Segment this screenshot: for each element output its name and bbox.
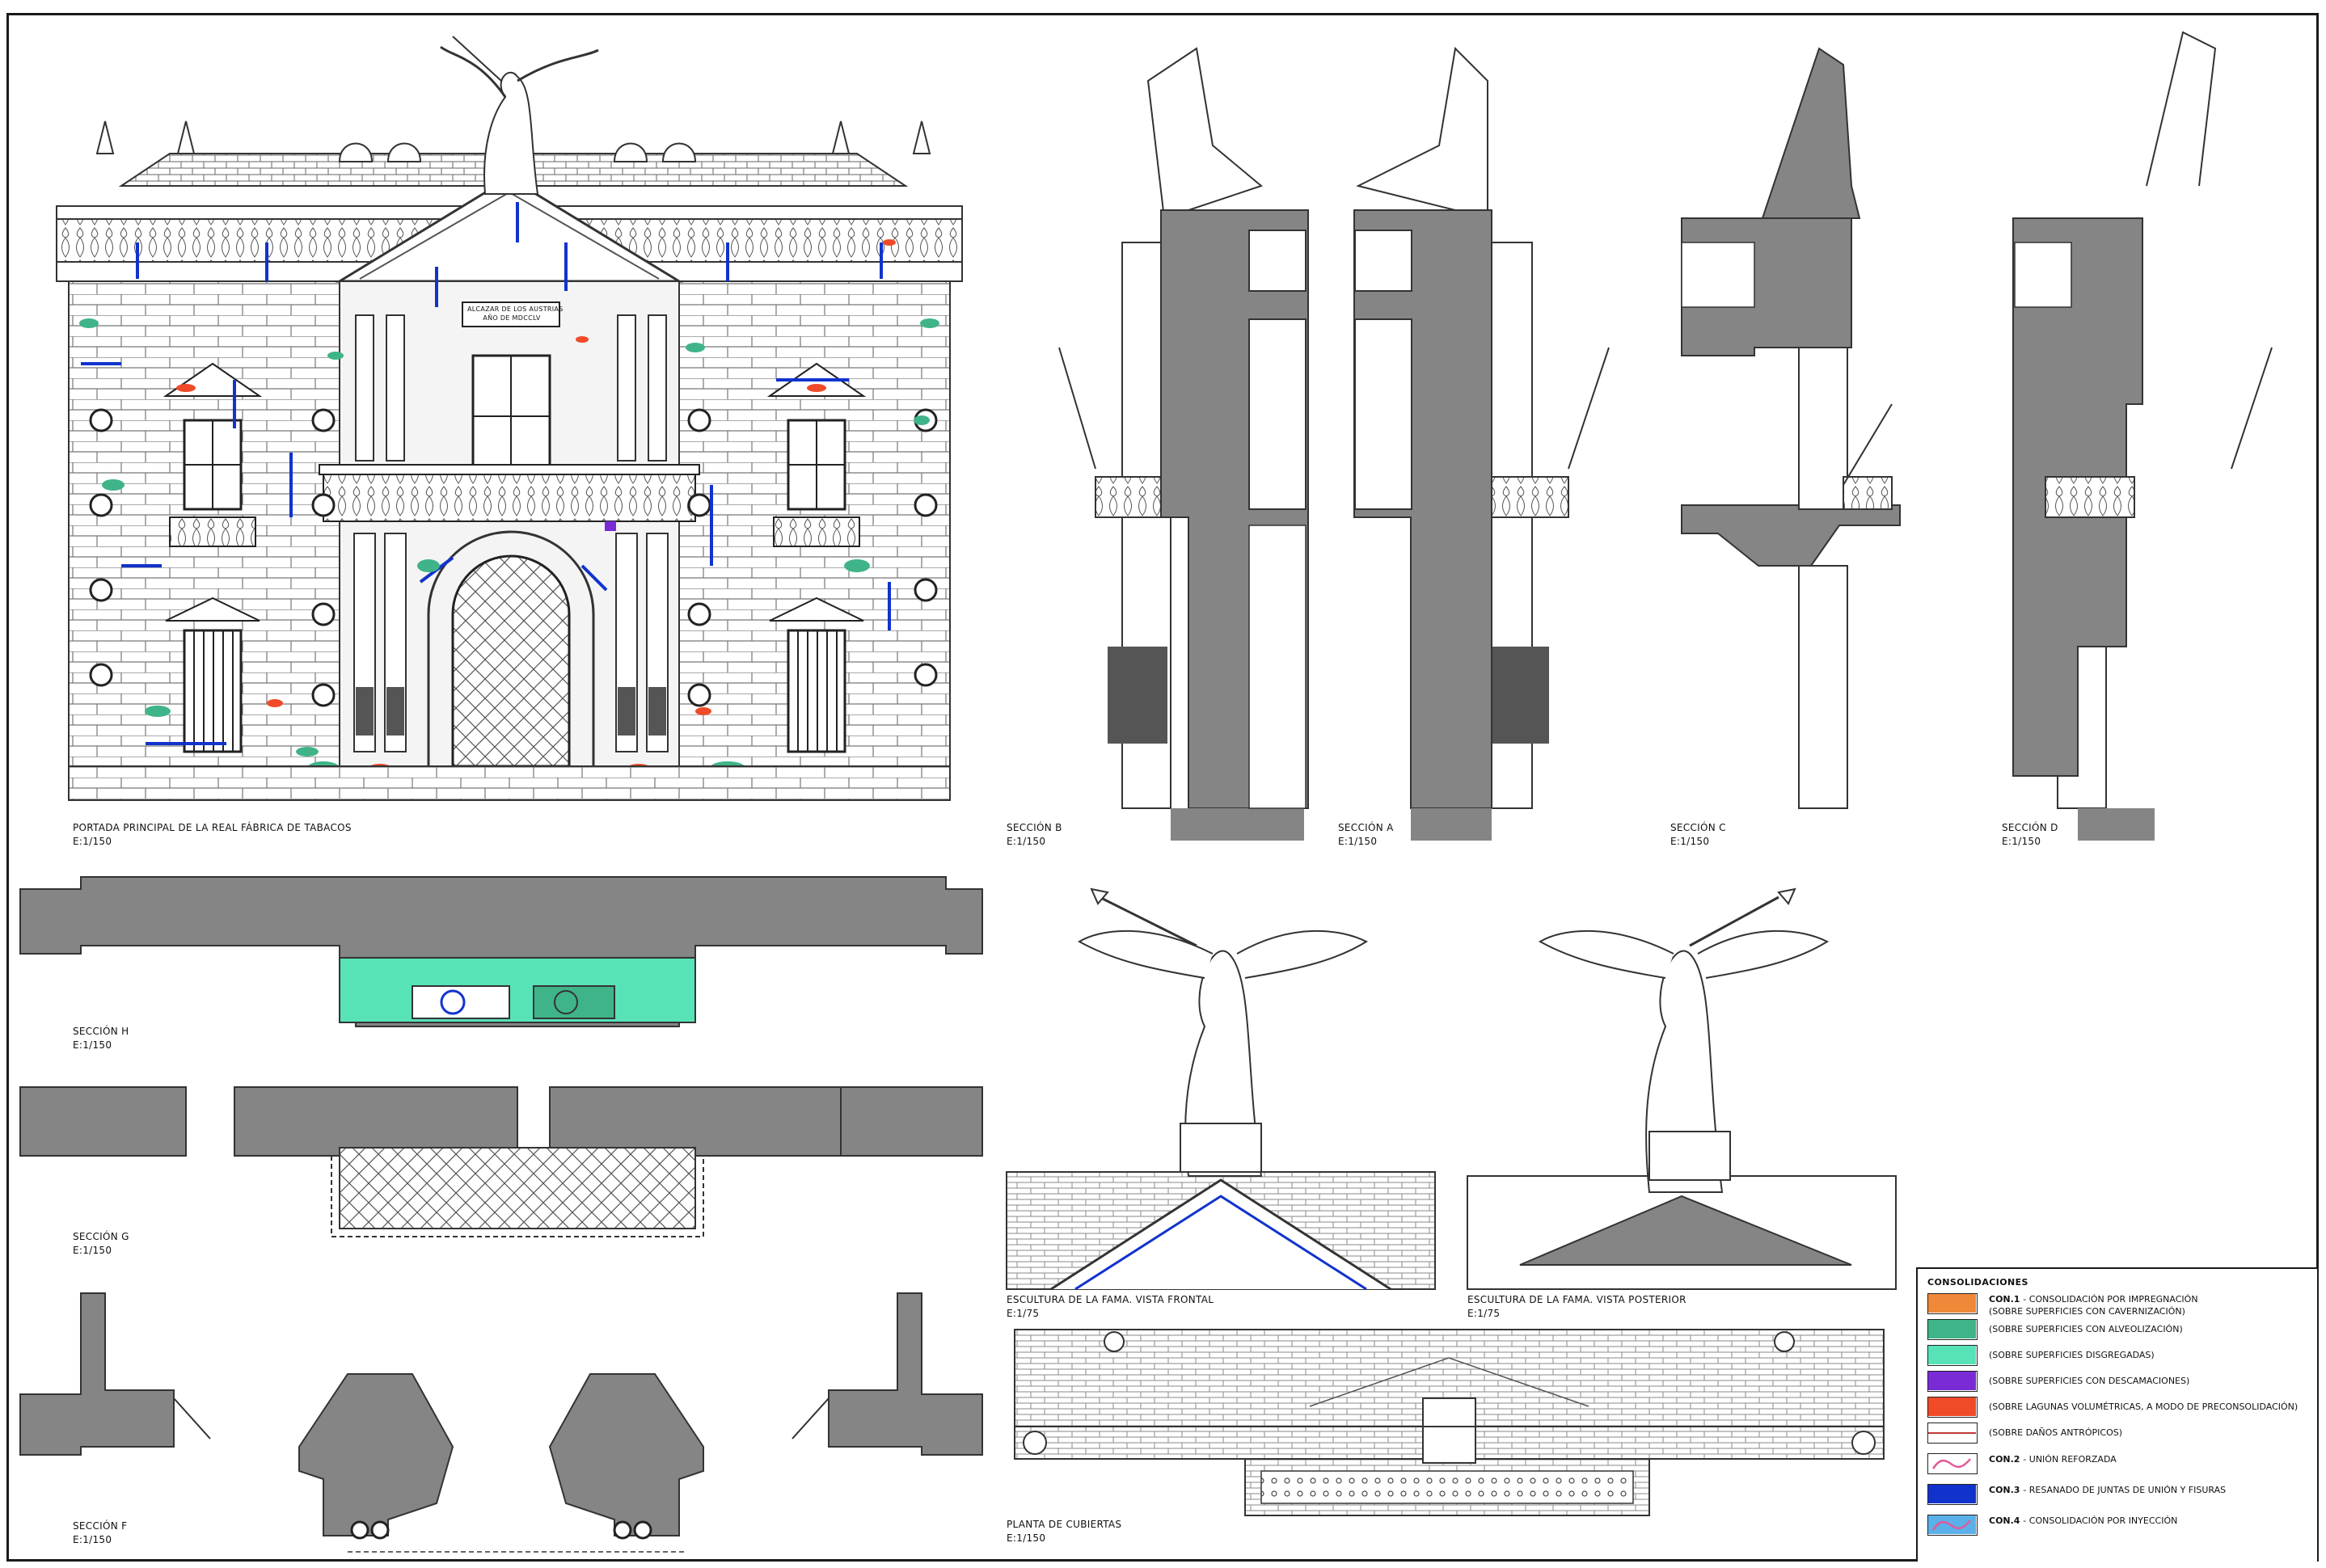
legend-item: (SOBRE LAGUNAS VOLUMÉTRICAS, A MODO DE P… [1927, 1397, 2298, 1418]
legend-item: CON.1 - CONSOLIDACIÓN POR IMPREGNACIÓN(S… [1927, 1293, 2198, 1317]
caption-sec-h-title: SECCIÓN H [73, 1026, 129, 1037]
legend-item-label: - CONSOLIDACIÓN POR IMPREGNACIÓN [2023, 1294, 2198, 1305]
caption-portada: PORTADA PRINCIPAL DE LA REAL FÁBRICA DE … [73, 821, 352, 849]
legend-swatch [1927, 1345, 1978, 1366]
caption-sec-f-scale: E:1/150 [73, 1534, 112, 1545]
plaque-line-2: AÑO DE MDCCLV [483, 314, 541, 322]
legend-item: (SOBRE SUPERFICIES DISGREGADAS) [1927, 1345, 2155, 1366]
caption-sec-c-title: SECCIÓN C [1670, 822, 1726, 833]
caption-fama-frontal-scale: E:1/75 [1007, 1308, 1040, 1319]
legend-item-text: CON.3 - RESANADO DE JUNTAS DE UNIÓN Y FI… [1989, 1484, 2226, 1496]
legend-item-text: (SOBRE SUPERFICIES CON DESCAMACIONES) [1989, 1371, 2189, 1387]
legend-title: CONSOLIDACIONES [1927, 1277, 2028, 1288]
caption-sec-f-title: SECCIÓN F [73, 1520, 128, 1532]
legend-swatch [1927, 1453, 1978, 1474]
caption-fama-frontal-title: ESCULTURA DE LA FAMA. VISTA FRONTAL [1007, 1294, 1214, 1305]
caption-sec-a-title: SECCIÓN A [1338, 822, 1394, 833]
caption-portada-scale: E:1/150 [73, 836, 112, 847]
caption-sec-f: SECCIÓN F E:1/150 [73, 1520, 127, 1547]
caption-sec-b-title: SECCIÓN B [1007, 822, 1062, 833]
legend-swatch [1927, 1423, 1978, 1444]
section-d-drawing [2012, 31, 2273, 841]
legend-item-label: - RESANADO DE JUNTAS DE UNIÓN Y FISURAS [2023, 1485, 2227, 1495]
legend-item-code: CON.1 [1989, 1294, 2024, 1305]
legend-item-text: (SOBRE LAGUNAS VOLUMÉTRICAS, A MODO DE P… [1989, 1397, 2298, 1413]
caption-sec-h: SECCIÓN H E:1/150 [73, 1025, 129, 1052]
legend-item-code: CON.4 [1989, 1515, 2024, 1526]
sheet-frame [6, 13, 2319, 1562]
plaque-text: ALCAZAR DE LOS AUSTRIAS AÑO DE MDCCLV [467, 305, 564, 322]
caption-planta-scale: E:1/150 [1007, 1532, 1046, 1544]
caption-sec-a-scale: E:1/150 [1338, 836, 1378, 847]
fama-posterior-drawing [1467, 887, 1897, 1290]
legend-item-text: (SOBRE SUPERFICIES DISGREGADAS) [1989, 1345, 2155, 1361]
caption-fama-posterior: ESCULTURA DE LA FAMA. VISTA POSTERIOR E:… [1467, 1293, 1686, 1321]
caption-planta-title: PLANTA DE CUBIERTAS [1007, 1519, 1122, 1530]
caption-sec-g-title: SECCIÓN G [73, 1231, 129, 1242]
legend-item-code: CON.2 [1989, 1454, 2024, 1465]
section-c-drawing [1681, 47, 1901, 809]
legend-swatch [1927, 1319, 1978, 1340]
caption-sec-b-scale: E:1/150 [1007, 836, 1046, 847]
caption-sec-d: SECCIÓN D E:1/150 [2002, 821, 2058, 849]
legend-item-label: - UNIÓN REFORZADA [2023, 1454, 2117, 1465]
legend-item-text: CON.4 - CONSOLIDACIÓN POR INYECCIÓN [1989, 1515, 2177, 1527]
caption-sec-c: SECCIÓN C E:1/150 [1670, 821, 1726, 849]
section-h-drawing [19, 876, 983, 1027]
legend-item: CON.2 - UNIÓN REFORZADA [1927, 1453, 2117, 1474]
legend-item-text: (SOBRE SUPERFICIES CON ALVEOLIZACIÓN) [1989, 1319, 2183, 1335]
caption-portada-title: PORTADA PRINCIPAL DE LA REAL FÁBRICA DE … [73, 822, 352, 833]
caption-sec-c-scale: E:1/150 [1670, 836, 1710, 847]
legend-consolidaciones: CONSOLIDACIONES CON.1 - CONSOLIDACIÓN PO… [1916, 1267, 2317, 1562]
legend-item-text: CON.2 - UNIÓN REFORZADA [1989, 1453, 2117, 1465]
legend-item: CON.3 - RESANADO DE JUNTAS DE UNIÓN Y FI… [1927, 1484, 2226, 1505]
legend-item: (SOBRE SUPERFICIES CON DESCAMACIONES) [1927, 1371, 2189, 1392]
section-a-drawing [1353, 46, 1610, 841]
legend-swatch [1927, 1515, 1978, 1536]
caption-planta: PLANTA DE CUBIERTAS E:1/150 [1007, 1518, 1121, 1545]
caption-sec-g-scale: E:1/150 [73, 1245, 112, 1256]
legend-item-sub: (SOBRE SUPERFICIES DISGREGADAS) [1989, 1350, 2155, 1360]
legend-item-sub: (SOBRE SUPERFICIES CON DESCAMACIONES) [1989, 1376, 2190, 1386]
legend-swatch [1927, 1484, 1978, 1505]
caption-fama-frontal: ESCULTURA DE LA FAMA. VISTA FRONTAL E:1/… [1007, 1293, 1214, 1321]
caption-sec-g: SECCIÓN G E:1/150 [73, 1230, 129, 1258]
caption-sec-a: SECCIÓN A E:1/150 [1338, 821, 1394, 849]
legend-item-label: - CONSOLIDACIÓN POR INYECCIÓN [2023, 1515, 2178, 1526]
roof-plan-drawing [1014, 1329, 1885, 1516]
legend-item: (SOBRE SUPERFICIES CON ALVEOLIZACIÓN) [1927, 1319, 2183, 1340]
caption-sec-b: SECCIÓN B E:1/150 [1007, 821, 1062, 849]
section-g-drawing [19, 1086, 983, 1237]
legend-item-sub: (SOBRE LAGUNAS VOLUMÉTRICAS, A MODO DE P… [1989, 1402, 2299, 1412]
section-b-drawing [1058, 47, 1309, 841]
legend-item-code: CON.3 [1989, 1485, 2024, 1495]
legend-item-sub: (SOBRE DAÑOS ANTRÓPICOS) [1989, 1427, 2122, 1438]
legend-item-text: (SOBRE DAÑOS ANTRÓPICOS) [1989, 1423, 2122, 1439]
caption-sec-d-title: SECCIÓN D [2002, 822, 2058, 833]
legend-item: CON.4 - CONSOLIDACIÓN POR INYECCIÓN [1927, 1515, 2177, 1536]
caption-fama-posterior-title: ESCULTURA DE LA FAMA. VISTA POSTERIOR [1467, 1294, 1686, 1305]
legend-item-text: CON.1 - CONSOLIDACIÓN POR IMPREGNACIÓN(S… [1989, 1293, 2198, 1317]
section-f-drawing [19, 1292, 983, 1553]
legend-item-sub: (SOBRE SUPERFICIES CON CAVERNIZACIÓN) [1989, 1306, 2185, 1317]
legend-swatch [1927, 1397, 1978, 1418]
legend-swatch [1927, 1371, 1978, 1392]
legend-item-sub: (SOBRE SUPERFICIES CON ALVEOLIZACIÓN) [1989, 1324, 2183, 1334]
caption-sec-d-scale: E:1/150 [2002, 836, 2041, 847]
fama-frontal-drawing [1006, 887, 1436, 1291]
caption-fama-posterior-scale: E:1/75 [1467, 1308, 1501, 1319]
facade-elevation [56, 36, 963, 801]
legend-swatch [1927, 1293, 1978, 1314]
plaque-line-1: ALCAZAR DE LOS AUSTRIAS [467, 306, 564, 313]
legend-item: (SOBRE DAÑOS ANTRÓPICOS) [1927, 1423, 2122, 1444]
caption-sec-h-scale: E:1/150 [73, 1039, 112, 1051]
